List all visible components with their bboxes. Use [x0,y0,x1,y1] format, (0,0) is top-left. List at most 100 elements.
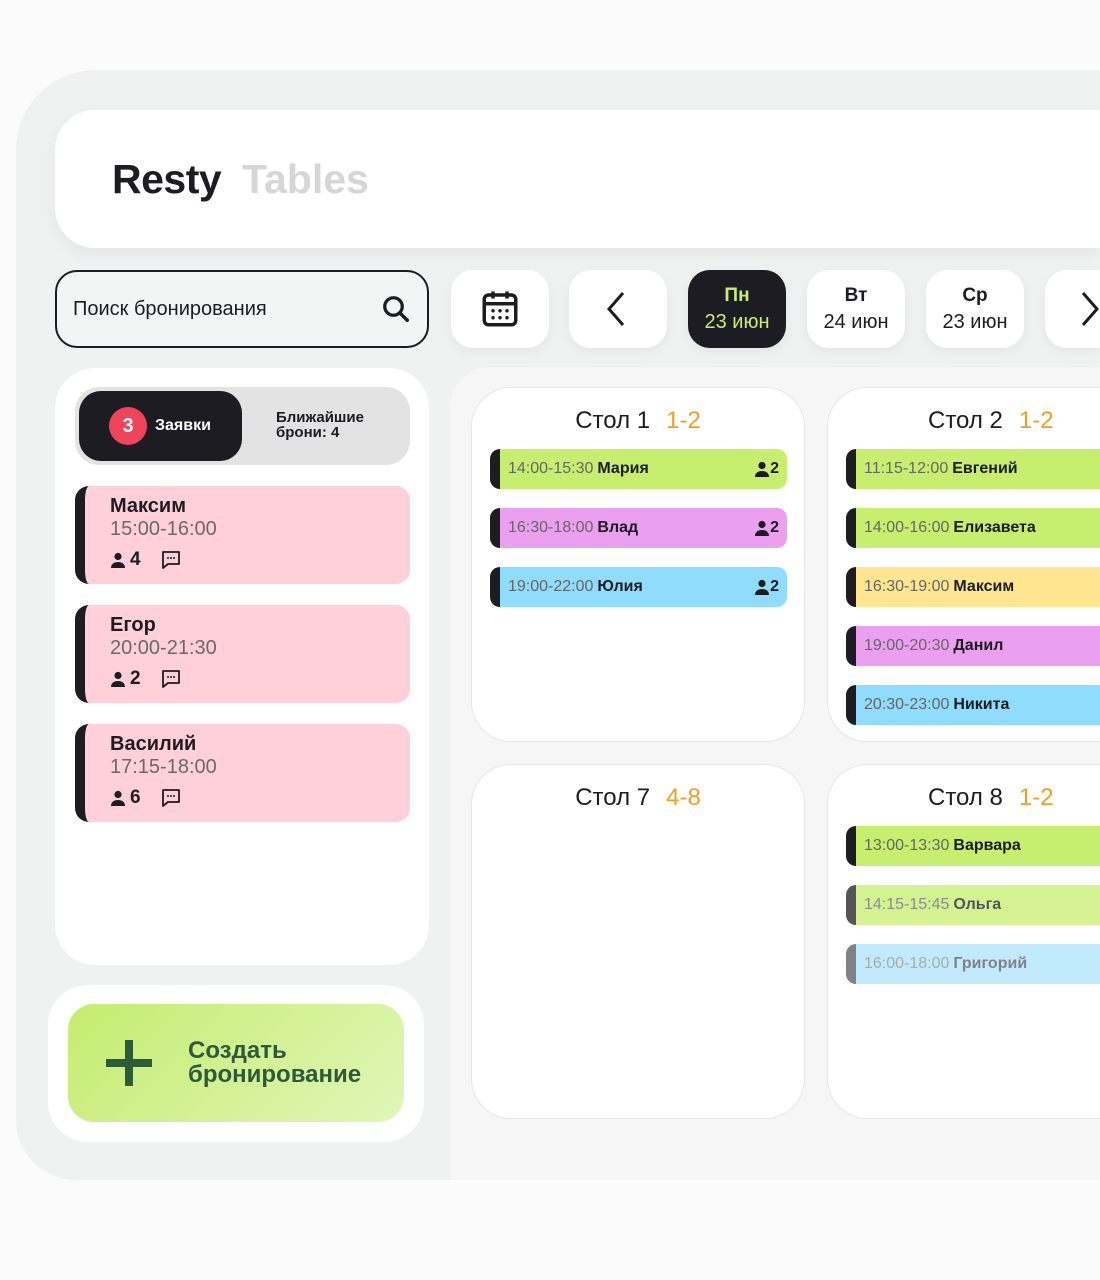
booking-item[interactable]: 11:15-12:00 Евгений [846,449,1100,489]
booking-name: Ольга [953,896,1002,913]
table-capacity: 1-2 [666,407,701,434]
date-button-wed[interactable]: Ср 23 июн [926,270,1024,348]
booking-name: Григорий [953,955,1028,972]
day-of-week: Пн [724,284,750,306]
guest-count: 6 [130,787,141,808]
guest-count: 2 [770,519,779,536]
create-booking-label: Создать бронирование [188,1037,362,1088]
request-name: Егор [110,614,156,636]
search-icon[interactable] [381,294,411,324]
date-label: 24 июн [823,310,889,333]
chevron-right-icon [1081,292,1099,326]
booking-time: 14:00-16:00 [864,519,950,536]
booking-name: Влад [597,519,639,536]
day-of-week: Вт [844,284,868,306]
booking-time: 13:00-13:30 [864,837,950,854]
booking-time: 11:15-12:00 [864,460,949,477]
booking-time: 14:15-15:45 [864,896,950,913]
header [55,110,1100,248]
booking-item[interactable]: 16:00-18:00 Григорий [846,944,1100,984]
tab-requests-label: Заявки [155,417,211,434]
booking-time: 16:00-18:00 [864,955,950,972]
table-name: Стол 2 [928,407,1003,434]
table-title: Стол 1 1-2 [472,407,804,435]
table-capacity: 4-8 [666,784,701,811]
date-button-mon[interactable]: Пн 23 июн [688,270,786,348]
guest-count: 4 [130,549,141,570]
brand-logo: Resty [112,156,222,202]
booking-name: Мария [597,460,649,477]
calendar-icon [482,291,518,327]
booking-name: Никита [953,696,1010,713]
table-card: Стол 7 4-8 [471,764,805,1119]
calendar-button[interactable] [451,270,549,348]
person-icon [111,671,125,687]
booking-item[interactable]: 19:00-22:00 Юлия 2 [490,567,787,607]
booking-time: 19:00-20:30 [864,637,950,654]
booking-name: Варвара [953,837,1021,854]
booking-time: 16:30-18:00 [508,519,594,536]
chevron-left-icon [607,292,625,326]
booking-time: 14:00-15:30 [508,460,594,477]
request-time: 15:00-16:00 [110,518,217,540]
requests-count-badge: 3 [109,407,147,445]
booking-time: 16:30-19:00 [864,578,950,595]
date-button-tue[interactable]: Вт 24 июн [807,270,905,348]
booking-item[interactable]: 16:30-18:00 Влад 2 [490,508,787,548]
person-icon [755,520,770,536]
request-card[interactable]: Егор 20:00-21:30 2 [75,605,410,703]
guest-count: 2 [130,668,141,689]
booking-item[interactable]: 14:00-16:00 Елизавета [846,508,1100,548]
table-capacity: 1-2 [1018,407,1054,434]
person-icon [111,790,125,806]
booking-time: 20:30-23:00 [864,696,950,713]
day-of-week: Ср [962,284,988,306]
person-icon [111,552,125,568]
create-booking-button[interactable]: Создать бронирование [68,1004,404,1122]
booking-item[interactable]: 19:00-20:30 Данил [846,626,1100,666]
booking-name: Юлия [597,578,643,595]
booking-item[interactable]: 14:00-15:30 Мария 2 [490,449,787,489]
table-name: Стол 1 [575,407,651,434]
tab-upcoming[interactable]: Ближайшие брони: 4 [276,409,364,441]
table-title: Стол 7 4-8 [472,784,804,812]
search-placeholder: Поиск бронирования [73,297,267,320]
request-card[interactable]: Василий 17:15-18:00 6 [75,724,410,822]
table-card: Стол 8 1-2 13:00-13:30 Варвара 14:15-15:4… [827,764,1100,1119]
request-name: Василий [110,733,197,755]
booking-name: Данил [953,637,1004,654]
table-name: Стол 8 [928,784,1003,811]
tab-requests[interactable]: 3 Заявки [79,391,242,461]
table-capacity: 1-2 [1018,784,1054,811]
next-date-button[interactable] [1045,270,1100,348]
table-card: Стол 2 1-2 11:15-12:00 Евгений 14:00-16:0… [827,387,1100,742]
booking-item[interactable]: 14:15-15:45 Ольга [846,885,1100,925]
guest-count: 2 [770,460,779,477]
table-card: Стол 1 1-2 14:00-15:30 Мария 2 16:30-18:0… [471,387,805,742]
guest-count: 2 [770,578,779,595]
date-label: 23 июн [942,310,1008,333]
booking-item[interactable]: 20:30-23:00 Никита [846,685,1100,725]
comment-icon[interactable] [161,669,181,689]
plus-icon [106,1040,152,1086]
booking-item[interactable]: 13:00-13:30 Варвара [846,826,1100,866]
section-title: Tables [242,156,369,202]
table-title: Стол 2 1-2 [828,407,1100,435]
booking-item[interactable]: 16:30-19:00 Максим [846,567,1100,607]
prev-date-button[interactable] [569,270,667,348]
request-card[interactable]: Максим 15:00-16:00 4 [75,486,410,584]
request-time: 20:00-21:30 [110,637,217,659]
table-name: Стол 7 [575,784,651,811]
booking-name: Евгений [952,460,1018,477]
request-time: 17:15-18:00 [110,756,217,778]
comment-icon[interactable] [161,788,181,808]
table-title: Стол 8 1-2 [828,784,1100,812]
comment-icon[interactable] [161,550,181,570]
date-label: 23 июн [704,310,770,333]
request-name: Максим [110,495,186,517]
search-input[interactable]: Поиск бронирования [55,270,429,348]
booking-name: Елизавета [953,519,1036,536]
person-icon [755,461,770,477]
booking-time: 19:00-22:00 [508,578,594,595]
person-icon [755,579,770,595]
